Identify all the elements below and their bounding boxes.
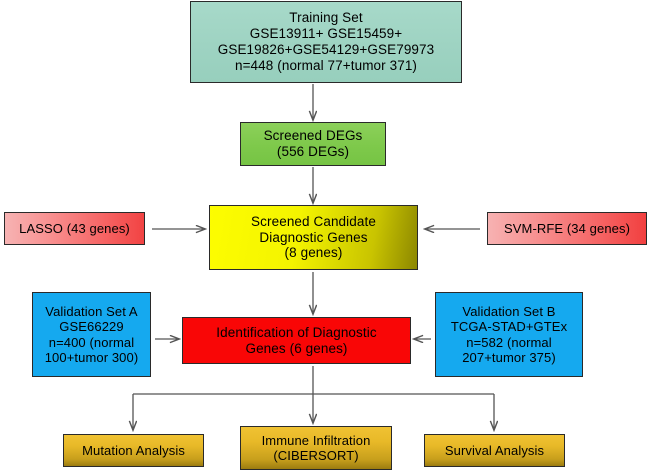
node-screened-degs-label: Screened DEGs (556 DEGs) [263,128,363,159]
node-training-set-label: Training Set GSE13911+ GSE15459+ GSE1982… [217,10,435,73]
node-candidate-genes[interactable]: Screened Candidate Diagnostic Genes (8 g… [209,205,418,270]
node-training-set[interactable]: Training Set GSE13911+ GSE15459+ GSE1982… [190,1,462,83]
node-validation-set-b[interactable]: Validation Set B TCGA-STAD+GTEx n=582 (n… [435,292,583,377]
node-immune-infiltration[interactable]: Immune Infiltration (CIBERSORT) [240,426,392,470]
node-svm-rfe-label: SVM-RFE (34 genes) [503,220,631,236]
node-validation-set-a-label: Validation Set A GSE66229 n=400 (normal … [44,303,139,365]
node-validation-set-a[interactable]: Validation Set A GSE66229 n=400 (normal … [32,292,151,377]
node-candidate-genes-label: Screened Candidate Diagnostic Genes (8 g… [251,213,376,261]
node-mutation-analysis[interactable]: Mutation Analysis [63,434,204,467]
node-svm-rfe[interactable]: SVM-RFE (34 genes) [487,212,647,245]
node-validation-set-b-label: Validation Set B TCGA-STAD+GTEx n=582 (n… [450,303,568,365]
node-identification-label: Identification of Diagnostic Genes (6 ge… [216,324,377,356]
node-survival-analysis[interactable]: Survival Analysis [424,434,565,467]
node-lasso-label: LASSO (43 genes) [19,220,130,236]
node-survival-analysis-label: Survival Analysis [444,442,545,458]
node-lasso[interactable]: LASSO (43 genes) [4,212,145,245]
node-screened-degs[interactable]: Screened DEGs (556 DEGs) [240,122,386,166]
node-mutation-analysis-label: Mutation Analysis [82,442,185,458]
node-identification[interactable]: Identification of Diagnostic Genes (6 ge… [182,317,411,364]
node-immune-infiltration-label: Immune Infiltration (CIBERSORT) [261,432,371,463]
